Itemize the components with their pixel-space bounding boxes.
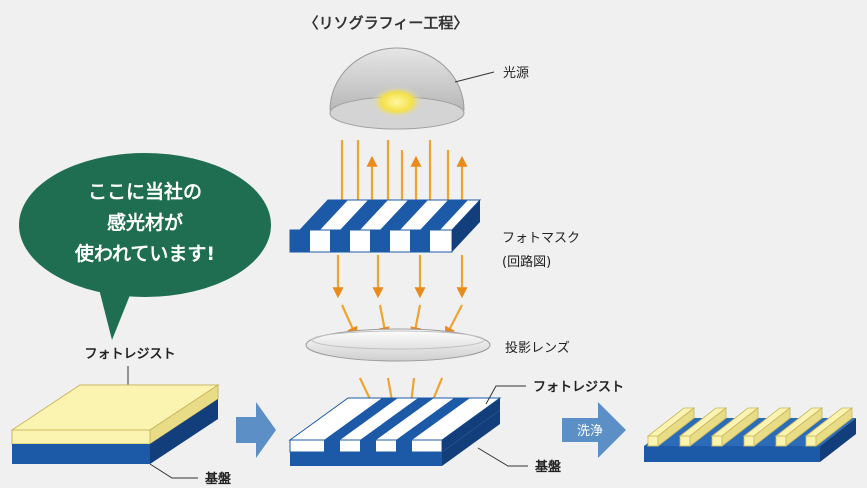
bubble-line-1: ここに当社の <box>88 180 202 203</box>
bubble-line-3: 使われています! <box>74 243 215 265</box>
middle-photoresist-leader <box>485 385 526 405</box>
light-source-lamp <box>329 47 465 130</box>
transmitted-light-rays <box>332 255 468 299</box>
left-photoresist-label: フォトレジスト <box>84 347 175 362</box>
speech-bubble: ここに当社の 感光材が 使われています! <box>19 153 271 340</box>
process-arrow-1 <box>236 402 276 458</box>
middle-substrate-label: 基盤 <box>534 459 562 475</box>
projection-lens-label: 投影レンズ <box>505 340 570 356</box>
middle-photoresist-label: フォトレジスト <box>533 380 624 395</box>
left-substrate-leader <box>149 463 198 479</box>
middle-substrate-leader <box>477 447 528 467</box>
light-source-leader <box>454 71 495 83</box>
patterned-wafer-block <box>644 407 856 462</box>
light-source-label: 光源 <box>503 66 529 81</box>
photomask-label: フォトマスク <box>502 231 580 246</box>
projection-lens <box>305 328 491 362</box>
photomask <box>289 199 482 253</box>
photomask-sublabel: (回路図) <box>502 254 551 270</box>
bubble-line-2: 感光材が <box>107 211 183 234</box>
left-substrate-label: 基盤 <box>204 471 232 487</box>
diagram-title: 〈リソグラフィー工程〉 <box>304 14 469 32</box>
process-arrow-wash <box>562 402 626 458</box>
exposed-wafer-block <box>288 397 502 466</box>
coated-substrate-block <box>10 384 220 464</box>
wash-label: 洗浄 <box>577 424 603 439</box>
